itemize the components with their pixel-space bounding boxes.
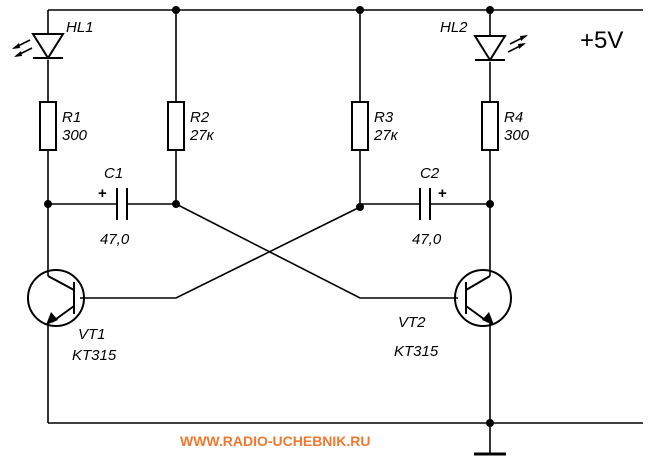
capacitor-c2: [360, 188, 490, 220]
resistor-r2: [167, 101, 185, 151]
c2-polarity: +: [438, 185, 447, 202]
r4-value: 300: [504, 127, 530, 144]
vt2-ref: VT2: [398, 314, 426, 331]
led-hl1: [12, 33, 65, 60]
c1-value: 47,0: [100, 231, 130, 248]
vt2-type: KT315: [394, 343, 439, 360]
hl2-label: HL2: [440, 19, 468, 36]
r3-value: 27к: [373, 127, 399, 144]
ground-symbol: [474, 423, 506, 456]
supply-voltage-label: +5V: [580, 27, 623, 54]
transistor-vt2: [454, 269, 512, 327]
r4-ref: R4: [504, 109, 523, 126]
r2-ref: R2: [190, 109, 210, 126]
c2-ref: C2: [420, 165, 440, 182]
led-hl2: [473, 35, 528, 62]
resistor-r1: [39, 101, 57, 151]
r3-ref: R3: [374, 109, 394, 126]
c2-value: 47,0: [412, 231, 442, 248]
r1-ref: R1: [62, 109, 81, 126]
cross-coupling-wires: [80, 203, 458, 299]
c1-ref: C1: [104, 165, 123, 182]
vt1-type: KT315: [72, 347, 117, 364]
hl1-label: HL1: [66, 19, 94, 36]
capacitor-c1: [48, 188, 176, 220]
r2-value: 27к: [189, 127, 215, 144]
vt1-ref: VT1: [78, 326, 106, 343]
r1-value: 300: [62, 127, 88, 144]
c1-polarity: +: [98, 185, 107, 202]
resistor-r4: [481, 101, 499, 151]
website-watermark: WWW.RADIO-UCHEBNIK.RU: [180, 433, 371, 449]
resistor-r3: [351, 101, 369, 151]
transistor-vt1: [27, 269, 85, 327]
